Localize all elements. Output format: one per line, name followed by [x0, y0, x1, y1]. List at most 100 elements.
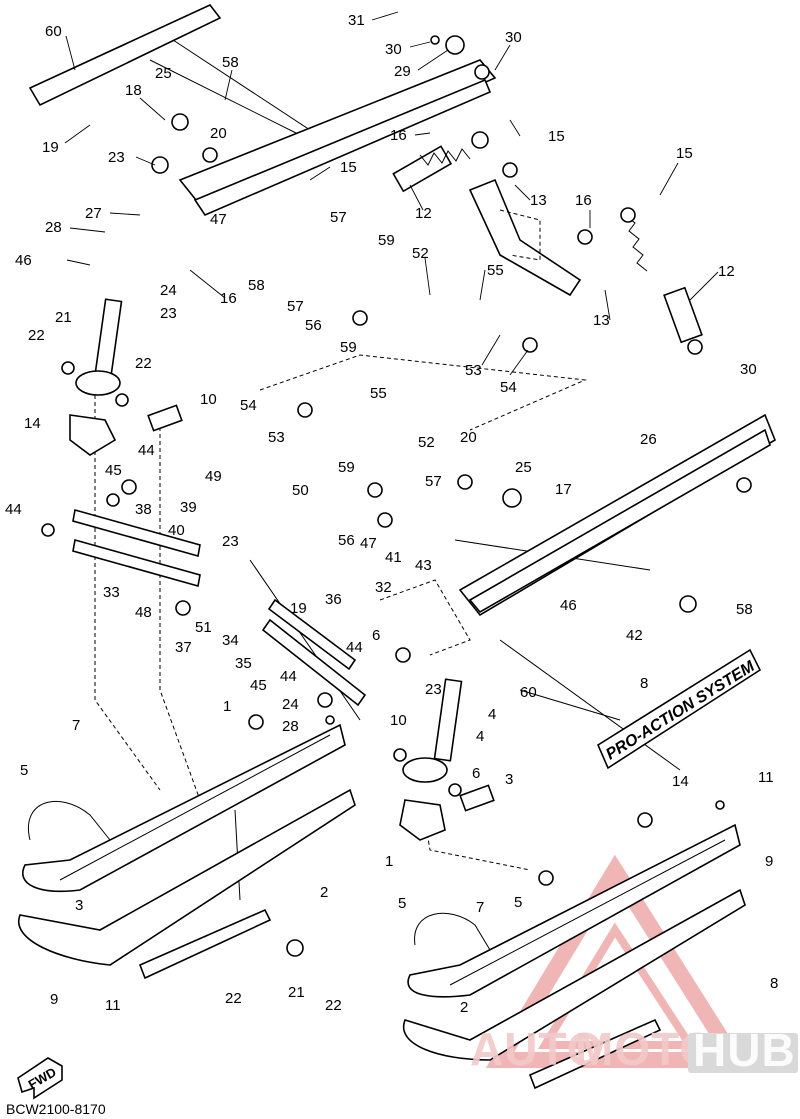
callout-label: 44 [5, 501, 22, 518]
callout-label: 24 [282, 696, 299, 713]
callout-label: 6 [472, 765, 480, 782]
callout-label: 22 [135, 355, 152, 372]
decal-panel-right: PRO-ACTION SYSTEM [596, 648, 762, 770]
shock-absorber-right [620, 207, 703, 355]
callout-label: 7 [72, 717, 80, 734]
callout-label: 44 [346, 639, 363, 656]
callout-label: 52 [412, 245, 429, 262]
callout-label: 25 [515, 459, 532, 476]
callout-label: 22 [225, 990, 242, 1007]
callout-label: 48 [135, 604, 152, 621]
spindle-right [402, 678, 463, 783]
callout-label: 60 [45, 23, 62, 40]
callout-label: 54 [240, 397, 257, 414]
stabilizer-rods [72, 508, 367, 707]
callout-label: 5 [398, 895, 406, 912]
callout-label: 27 [85, 205, 102, 222]
callout-label: 8 [640, 675, 648, 692]
callout-label: 46 [560, 597, 577, 614]
callout-label: 45 [105, 462, 122, 479]
callout-label: 57 [425, 473, 442, 490]
callout-label: 47 [210, 211, 227, 228]
callout-label: 16 [220, 290, 237, 307]
callout-label: 40 [168, 522, 185, 539]
decal-text: PRO-ACTION SYSTEM [603, 658, 758, 764]
callout-label: 46 [15, 252, 32, 269]
callout-label: 15 [676, 145, 693, 162]
callout-label: 60 [520, 684, 537, 701]
callout-label: 10 [200, 391, 217, 408]
callout-label: 52 [418, 434, 435, 451]
callout-label: 21 [55, 309, 72, 326]
watermark-hub: HUB [693, 1024, 796, 1076]
suspension-arm-upper [178, 59, 497, 216]
callout-label: 1 [385, 853, 393, 870]
callout-label: 45 [250, 677, 267, 694]
callout-label: 54 [500, 379, 517, 396]
callout-label: 53 [268, 429, 285, 446]
callout-label: 12 [415, 205, 432, 222]
callout-label: 30 [505, 29, 522, 46]
callout-label: 17 [555, 481, 572, 498]
callout-label: 23 [425, 681, 442, 698]
callout-label: 5 [20, 762, 28, 779]
callout-label: 59 [340, 339, 357, 356]
leader-lines [64, 11, 719, 376]
callout-label: 42 [626, 627, 643, 644]
callout-label: 56 [305, 317, 322, 334]
callout-label: 10 [390, 712, 407, 729]
watermark-wordmark: AUTO MOTO HUB [470, 1023, 798, 1076]
callout-label: 18 [125, 82, 142, 99]
callout-label: 58 [248, 277, 265, 294]
callout-label: 20 [460, 429, 477, 446]
ski-left [17, 723, 356, 980]
callout-label: 57 [330, 209, 347, 226]
callout-label: 58 [222, 54, 239, 71]
callout-label: 1 [223, 698, 231, 715]
callout-label: 4 [476, 728, 484, 745]
callout-label: 22 [325, 997, 342, 1014]
callout-label: 22 [28, 327, 45, 344]
callout-label: 3 [505, 771, 513, 788]
callout-label: 47 [360, 535, 377, 552]
spindle-left [75, 298, 123, 396]
callout-label: 50 [292, 482, 309, 499]
callout-label: 32 [375, 579, 392, 596]
callout-label: 20 [210, 125, 227, 142]
callout-label: 37 [175, 639, 192, 656]
callout-label: 26 [640, 431, 657, 448]
callout-label: 44 [280, 668, 297, 685]
callout-label: 30 [740, 361, 757, 378]
callout-label: 34 [222, 632, 239, 649]
callout-label: 14 [672, 773, 689, 790]
callout-label: 8 [770, 975, 778, 992]
callout-label: 38 [135, 501, 152, 518]
callout-label: 44 [138, 442, 155, 459]
callout-label: 31 [348, 12, 365, 29]
callout-label: 9 [765, 853, 773, 870]
callout-label: 19 [42, 139, 59, 156]
callout-label: 24 [160, 282, 177, 299]
callout-label: 16 [575, 192, 592, 209]
callout-label: 29 [394, 63, 411, 80]
fwd-arrow: FWD [17, 1057, 63, 1100]
callout-label: 57 [287, 298, 304, 315]
callout-label: 3 [75, 897, 83, 914]
callout-label: 6 [372, 627, 380, 644]
callout-label: 11 [758, 769, 774, 786]
callout-label: 53 [465, 362, 482, 379]
callout-label: 30 [385, 41, 402, 58]
callout-label: 35 [235, 655, 252, 672]
guide-lines [94, 37, 681, 901]
callout-label: 14 [24, 415, 41, 432]
callout-label: 49 [205, 468, 222, 485]
decal-bar-top [28, 4, 222, 107]
callout-label: 36 [325, 591, 342, 608]
callout-label: 15 [340, 159, 357, 176]
suspension-arm-26 [458, 413, 776, 617]
shock-absorber-left [392, 131, 489, 193]
callout-label: 19 [290, 600, 307, 617]
callout-label: 2 [460, 999, 468, 1016]
callout-label: 56 [338, 532, 355, 549]
